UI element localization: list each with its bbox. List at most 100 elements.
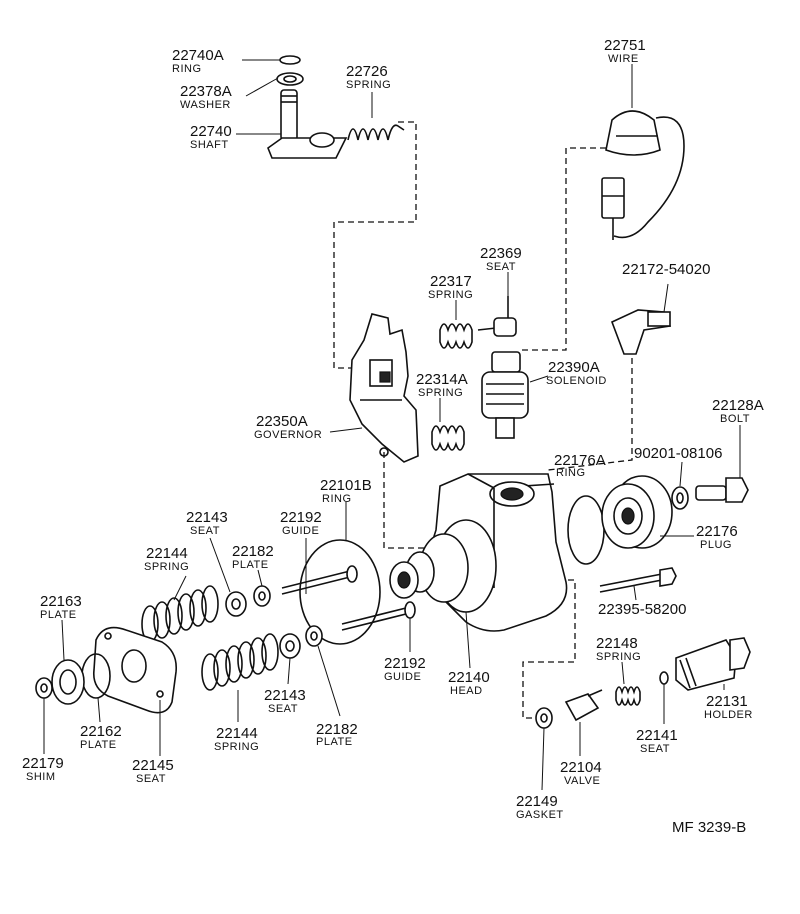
svg-text:90201-08106: 90201-08106 [634, 445, 722, 462]
svg-text:SHIM: SHIM [26, 771, 56, 783]
label-22395-58200: 22395-58200 [598, 601, 686, 618]
label-22162: 22162 PLATE [80, 723, 122, 751]
label-22172-54020: 22172-54020 [622, 261, 710, 278]
spring-22314A-graphic [431, 425, 465, 451]
ring-22176A-graphic [567, 495, 605, 565]
svg-text:PLUG: PLUG [700, 539, 732, 551]
svg-text:SEAT: SEAT [190, 525, 220, 537]
wire-22751-graphic [601, 110, 685, 240]
svg-text:22149: 22149 [516, 793, 558, 810]
svg-text:WASHER: WASHER [180, 99, 231, 111]
svg-text:HOLDER: HOLDER [704, 709, 753, 721]
washer-22378A-graphic [276, 72, 304, 86]
guide-22192-lower-graphic [341, 601, 416, 631]
svg-text:RING: RING [172, 63, 202, 75]
washer-90201-graphic [671, 486, 689, 510]
label-22145: 22145 SEAT [132, 757, 174, 785]
spring-22144-upper-graphic [141, 585, 219, 643]
head-22140-graphic [389, 473, 568, 632]
svg-text:22104: 22104 [560, 759, 602, 776]
solenoid-22390A-graphic [481, 351, 529, 439]
svg-text:22317: 22317 [430, 273, 472, 290]
label-22149: 22149 GASKET [516, 793, 564, 821]
label-90201-08106: 90201-08106 [634, 445, 722, 462]
label-22751: 22751 WIRE [604, 37, 646, 65]
seat-22143-lower-graphic [279, 633, 301, 659]
label-22369: 22369 SEAT [480, 245, 522, 273]
label-22182-lower: 22182 PLATE [316, 721, 358, 748]
svg-text:22176: 22176 [696, 523, 738, 540]
label-22314A: 22314A SPRING [416, 371, 468, 399]
label-22176: 22176 PLUG [696, 523, 738, 551]
svg-text:22144: 22144 [146, 545, 188, 562]
plate-22163-graphic [51, 659, 85, 705]
svg-text:22395-58200: 22395-58200 [598, 601, 686, 618]
label-22176A: 22176A RING [554, 452, 606, 479]
svg-text:SEAT: SEAT [640, 743, 670, 755]
shim-22179-graphic [35, 677, 53, 699]
svg-text:SHAFT: SHAFT [190, 139, 229, 151]
svg-text:22163: 22163 [40, 593, 82, 610]
svg-text:22726: 22726 [346, 63, 388, 80]
svg-text:22314A: 22314A [416, 371, 468, 388]
plate-22182-lower-graphic [305, 625, 323, 647]
label-22740: 22740 SHAFT [190, 123, 232, 151]
label-22179: 22179 SHIM [22, 755, 64, 783]
svg-text:22143: 22143 [264, 687, 306, 704]
svg-text:22176A: 22176A [554, 452, 606, 469]
svg-text:VALVE: VALVE [564, 775, 600, 787]
svg-text:22182: 22182 [232, 543, 274, 560]
holder-22131-graphic [675, 637, 751, 691]
svg-text:22179: 22179 [22, 755, 64, 772]
bracket-22172-graphic [610, 309, 672, 355]
svg-text:22143: 22143 [186, 509, 228, 526]
ring-22740A-graphic [279, 55, 301, 65]
seat-22145-graphic [92, 626, 178, 714]
label-22192-upper: 22192 GUIDE [280, 509, 322, 537]
svg-text:GASKET: GASKET [516, 809, 564, 821]
svg-text:22378A: 22378A [180, 83, 232, 100]
svg-text:SPRING: SPRING [596, 651, 641, 663]
svg-text:22140: 22140 [448, 669, 490, 686]
label-22144-lower: 22144 SPRING [214, 725, 259, 753]
svg-text:22148: 22148 [596, 635, 638, 652]
bolt-22395-graphic [599, 567, 677, 593]
svg-text:PLATE: PLATE [80, 739, 117, 751]
svg-text:22144: 22144 [216, 725, 258, 742]
label-22317: 22317 SPRING [428, 273, 473, 301]
seat-22141-graphic [659, 671, 669, 685]
svg-text:WIRE: WIRE [608, 53, 639, 65]
svg-text:22192: 22192 [280, 509, 322, 526]
label-22104: 22104 VALVE [560, 759, 602, 787]
assembly-guide-lines [333, 121, 633, 719]
svg-text:22740A: 22740A [172, 47, 224, 64]
svg-text:RING: RING [322, 493, 352, 505]
label-22128A: 22128A BOLT [712, 397, 764, 425]
svg-text:BOLT: BOLT [720, 413, 750, 425]
svg-text:SPRING: SPRING [428, 289, 473, 301]
svg-text:SOLENOID: SOLENOID [546, 375, 607, 387]
svg-text:GOVERNOR: GOVERNOR [254, 429, 322, 441]
svg-text:22369: 22369 [480, 245, 522, 262]
label-22390A: 22390A SOLENOID [546, 359, 607, 387]
svg-text:SPRING: SPRING [144, 561, 189, 573]
spring-22148-graphic [615, 686, 641, 706]
ring-22101B-graphic [299, 539, 381, 645]
spring-22726-graphic [347, 124, 405, 141]
svg-text:22172-54020: 22172-54020 [622, 261, 710, 278]
svg-text:SPRING: SPRING [418, 387, 463, 399]
seat-22369-graphic [477, 296, 517, 337]
svg-text:RING: RING [556, 467, 586, 479]
gasket-22149-graphic [535, 707, 553, 729]
svg-text:22350A: 22350A [256, 413, 308, 430]
label-22140: 22140 HEAD [448, 669, 490, 697]
label-22726: 22726 SPRING [346, 63, 391, 91]
label-22141: 22141 SEAT [636, 727, 678, 755]
spring-22317-graphic [439, 323, 473, 349]
leader-lines [43, 59, 741, 791]
label-22350A: 22350A GOVERNOR [254, 413, 322, 441]
svg-text:GUIDE: GUIDE [282, 525, 319, 537]
label-22740A: 22740A RING [172, 47, 224, 75]
